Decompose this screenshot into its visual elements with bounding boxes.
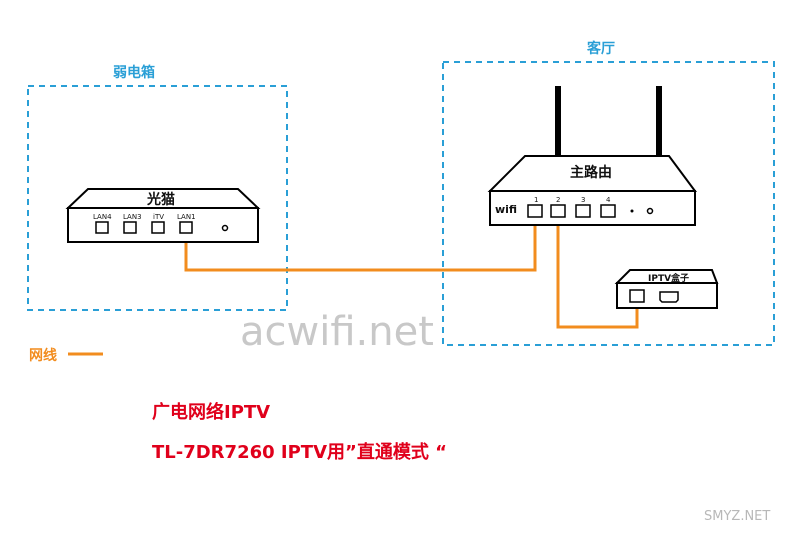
router-port-label: 3 xyxy=(581,196,585,204)
modem-port-label: LAN3 xyxy=(123,213,142,221)
router-indicator-dot xyxy=(630,209,634,213)
iptv-box-label: IPTV盒子 xyxy=(648,272,689,284)
router-body xyxy=(489,190,696,226)
router-port xyxy=(575,204,591,218)
iptv-box-hdmi-port xyxy=(659,291,679,303)
modem-port-label: LAN4 xyxy=(93,213,112,221)
router-port xyxy=(527,204,543,218)
cable-router-to-iptv-box xyxy=(556,218,639,329)
modem-port xyxy=(95,221,109,234)
modem-label: 光猫 xyxy=(146,191,175,208)
router-port-label: 4 xyxy=(606,196,611,204)
router-port-label: 1 xyxy=(534,196,538,204)
iptv-box: IPTV盒子 xyxy=(614,269,719,309)
modem-port-label: LAN1 xyxy=(177,213,196,221)
caption-line-2: TL-7DR7260 IPTV用”直通模式 “ xyxy=(152,441,447,463)
router-port xyxy=(600,204,616,218)
modem-port xyxy=(151,221,165,234)
main-router: 主路由 wifi 1 2 3 4 xyxy=(487,86,697,226)
router-label: 主路由 xyxy=(570,164,612,181)
router-port-label: 2 xyxy=(556,196,560,204)
modem: 光猫 LAN4 LAN3 iTV LAN1 xyxy=(65,188,261,243)
caption-line-1: 广电网络IPTV xyxy=(152,401,270,423)
modem-port xyxy=(179,221,193,234)
zone-weak-box-label: 弱电箱 xyxy=(113,64,155,81)
watermark-center: acwifi.net xyxy=(240,309,434,355)
zone-living-room-label: 客厅 xyxy=(586,40,615,57)
router-power-indicator xyxy=(646,207,654,215)
watermark-corner: SMYZ.NET xyxy=(704,509,770,524)
iptv-box-lan-port xyxy=(629,289,645,303)
legend-cable-label: 网线 xyxy=(29,347,57,364)
zone-living-room xyxy=(442,61,775,346)
modem-port xyxy=(123,221,137,234)
modem-port-label: iTV xyxy=(153,213,164,221)
router-wifi-label: wifi xyxy=(495,203,517,216)
router-port xyxy=(550,204,566,218)
cable-modem-to-router xyxy=(184,218,537,272)
modem-power-indicator xyxy=(221,224,229,232)
